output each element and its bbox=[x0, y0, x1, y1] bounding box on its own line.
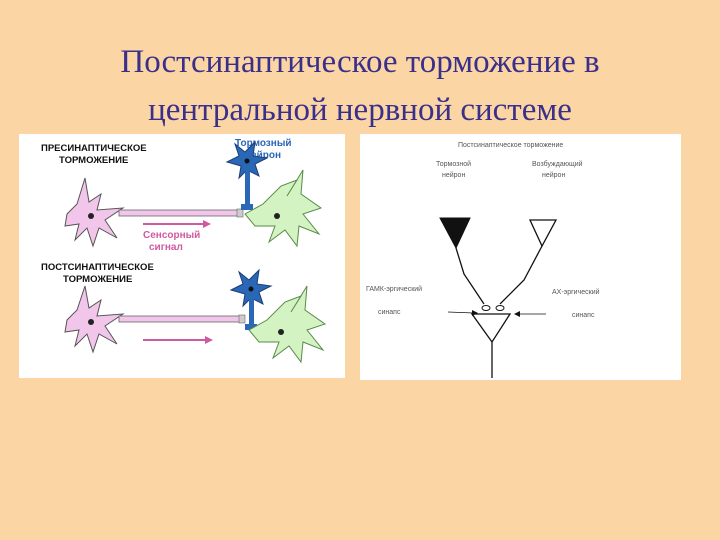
gaba-pointer-arrow bbox=[447, 311, 475, 314]
ach-synapse-label-line-1: АХ-эргический bbox=[552, 288, 600, 296]
sensory-signal-arrow-top bbox=[143, 220, 211, 228]
excitatory-neuron-label-line-2: нейрон bbox=[542, 171, 565, 179]
postsynaptic-neuron-top bbox=[244, 169, 323, 248]
neuron-illustration: ПРЕСИНАПТИЧЕСКОЕ ТОРМОЖЕНИЕ Тормозный не… bbox=[41, 138, 327, 364]
gaba-synapse-label-line-1: ГАМК-эргический bbox=[366, 285, 422, 293]
inhibitory-neuron-bottom bbox=[229, 268, 273, 330]
inhibitory-neuron-symbol bbox=[439, 217, 471, 250]
gaba-synapse-terminal bbox=[481, 305, 491, 311]
ach-synapse-label-line-2: синапс bbox=[572, 312, 595, 319]
gaba-synapse-label-line-2: синапс bbox=[378, 309, 401, 316]
excitatory-neuron-label-line-1: Возбуждающий bbox=[532, 160, 583, 168]
sensory-signal-label-line-2: сигнал bbox=[149, 242, 183, 253]
presynaptic-heading-line-1: ПРЕСИНАПТИЧЕСКОЕ bbox=[41, 143, 147, 154]
slide-title: Постсинаптическое торможение в центральн… bbox=[0, 38, 720, 134]
synapse-schematic: Постсинаптическое торможение Тормозной н… bbox=[366, 142, 600, 378]
inhibitory-axon bbox=[455, 247, 485, 305]
inhibitory-neuron-label-line-1: Тормозной bbox=[436, 160, 471, 168]
left-diagram-panel: ПРЕСИНАПТИЧЕСКОЕ ТОРМОЖЕНИЕ Тормозный не… bbox=[19, 134, 345, 378]
postsynaptic-neuron-bottom bbox=[248, 285, 327, 364]
sensory-signal-arrow-bottom bbox=[143, 336, 213, 344]
inhibitory-neuron-top bbox=[225, 140, 269, 210]
inhibitory-neuron-label-line-2: нейрон bbox=[245, 150, 281, 161]
inhibitory-neuron-label-line-1: Тормозный bbox=[235, 138, 292, 149]
presynaptic-neuron-bottom bbox=[64, 285, 246, 354]
presynaptic-heading-line-2: ТОРМОЖЕНИЕ bbox=[59, 155, 128, 166]
excitatory-neuron-symbol bbox=[528, 219, 558, 248]
ach-synapse-terminal bbox=[495, 305, 505, 311]
schematic-heading: Постсинаптическое торможение bbox=[458, 142, 563, 149]
presynaptic-neuron-top bbox=[64, 177, 244, 248]
postsynaptic-heading-line-2: ТОРМОЖЕНИЕ bbox=[63, 274, 132, 285]
postsynaptic-neuron-symbol bbox=[470, 313, 512, 344]
right-diagram-panel: Постсинаптическое торможение Тормозной н… bbox=[360, 134, 681, 380]
title-line-2: центральной нервной системе bbox=[148, 92, 572, 128]
excitatory-axon bbox=[499, 245, 543, 305]
sensory-signal-label-line-1: Сенсорный bbox=[143, 230, 200, 241]
title-line-1: Постсинаптическое торможение в bbox=[120, 44, 600, 80]
postsynaptic-heading-line-1: ПОСТСИНАПТИЧЕСКОЕ bbox=[41, 262, 154, 273]
inhibitory-neuron-label-line-2: нейрон bbox=[442, 171, 465, 179]
